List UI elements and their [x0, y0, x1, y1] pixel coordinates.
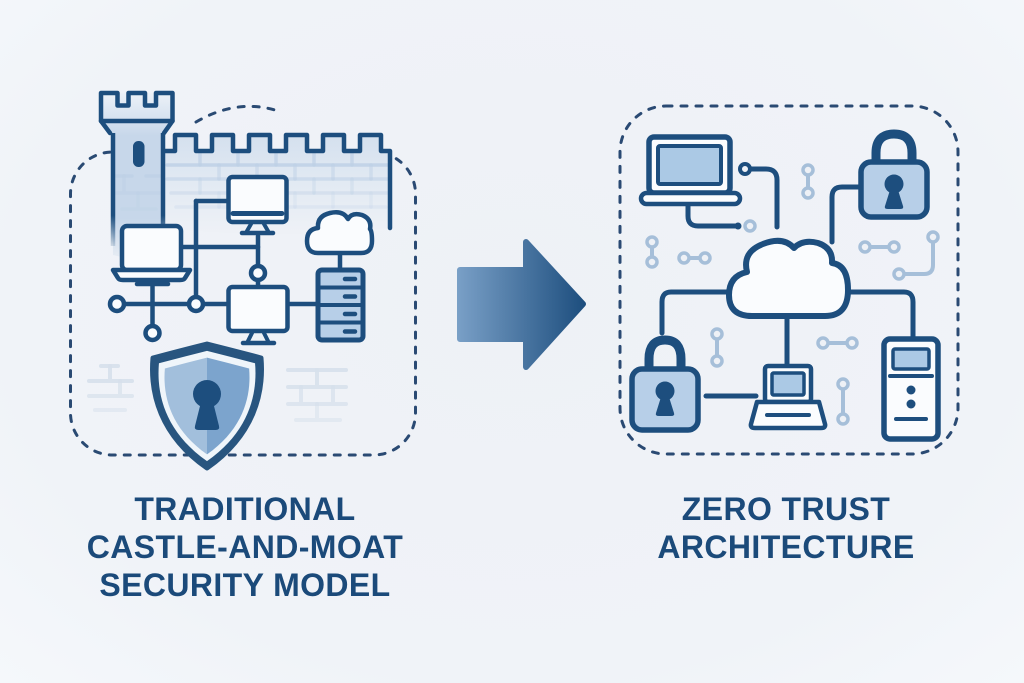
circuit-trace-icon: [645, 163, 940, 426]
caption-line: TRADITIONAL: [134, 491, 356, 527]
cloud-icon: [726, 237, 851, 319]
dashed-perimeter: [618, 104, 960, 456]
server-stack-icon: [315, 267, 366, 343]
laptop-icon: [748, 363, 828, 431]
dashed-perimeter: [69, 150, 417, 457]
brick-pattern-icon: [87, 364, 348, 422]
right-arrow-icon: [457, 239, 586, 370]
left-caption: TRADITIONAL CASTLE-AND-MOAT SECURITY MOD…: [62, 490, 428, 604]
padlock-icon: [858, 129, 930, 220]
trace-ring: [738, 162, 752, 176]
connection-lines: [659, 166, 916, 399]
right-caption: ZERO TRUST ARCHITECTURE: [606, 490, 966, 566]
castle-and-moat-illustration: [69, 90, 417, 471]
network-node-icon: [107, 263, 268, 343]
desktop-monitor-icon: [226, 284, 290, 346]
caption-line: ARCHITECTURE: [657, 529, 915, 565]
keyhole-icon: [193, 380, 221, 430]
laptop-icon: [638, 134, 743, 207]
server-tower-icon: [881, 336, 941, 442]
padlock-icon: [629, 335, 701, 433]
cloud-icon: [304, 210, 375, 256]
laptop-icon: [110, 223, 193, 287]
trace-node: [743, 219, 757, 233]
zero-trust-illustration: [618, 104, 960, 456]
dashed-arc: [194, 104, 283, 124]
shield-keyhole-icon: [150, 341, 264, 471]
desktop-monitor-icon: [226, 174, 289, 236]
tower-window-icon: [133, 141, 145, 167]
caption-line: ZERO TRUST: [681, 491, 891, 527]
tower-brick-lines: [114, 174, 162, 211]
caption-line: SECURITY MODEL: [99, 567, 391, 603]
trace-dot: [734, 222, 742, 230]
network-lines: [114, 198, 343, 330]
castle-tower-icon: [98, 90, 175, 259]
caption-line: CASTLE-AND-MOAT: [86, 529, 404, 565]
